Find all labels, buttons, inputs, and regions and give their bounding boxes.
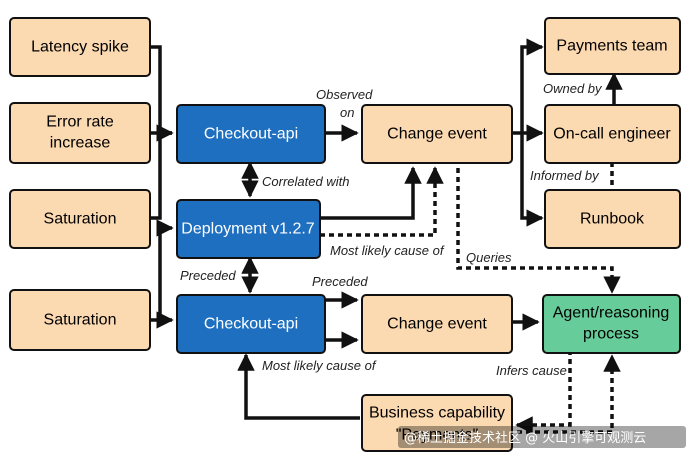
node-agent-reasoning[interactable]: Agent/reasoning process	[542, 294, 681, 354]
node-agent-reasoning-label-2: process	[583, 326, 639, 343]
label-preceded-left: Preceded	[180, 268, 236, 283]
edge-saturation1-to-checkout	[150, 133, 162, 220]
label-preceded-right: Preceded	[312, 274, 368, 289]
node-saturation-top[interactable]: Saturation	[9, 189, 151, 249]
node-saturation-top-label: Saturation	[44, 211, 117, 228]
node-runbook-label: Runbook	[580, 211, 645, 228]
node-checkout-api-top[interactable]: Checkout-api	[176, 104, 326, 164]
edge-mostlikely-top	[320, 166, 444, 237]
node-agent-reasoning-label-1: Agent/reasoning	[553, 305, 670, 322]
node-oncall-engineer-label: On-call engineer	[553, 126, 671, 143]
node-error-rate-label-1: Error rate	[46, 114, 114, 131]
label-most-likely-cause-bottom: Most likely cause of	[262, 358, 377, 373]
node-change-event-bottom-label: Change event	[387, 316, 487, 333]
node-payments-team-label: Payments team	[556, 38, 667, 55]
node-payments-team[interactable]: Payments team	[544, 17, 681, 75]
edge-change-to-payments	[520, 38, 544, 133]
node-error-rate[interactable]: Error rate increase	[9, 102, 151, 164]
label-observed: Observed	[316, 87, 373, 102]
label-correlated-with: Correlated with	[262, 174, 349, 189]
node-saturation-bottom-label: Saturation	[44, 312, 117, 329]
watermark-text: @稀土掘金技术社区 @ 火山引擎可观测云	[404, 430, 646, 446]
node-change-event-top[interactable]: Change event	[361, 104, 513, 164]
node-business-capability[interactable]: Business capability "Payments"	[361, 394, 513, 452]
node-latency-spike[interactable]: Latency spike	[9, 17, 151, 77]
node-saturation-bottom[interactable]: Saturation	[9, 289, 151, 351]
node-business-capability-label-2: "Payments"	[396, 427, 479, 444]
label-owned-by: Owned by	[543, 81, 603, 96]
edge-deployment-to-change	[320, 166, 422, 220]
edge-latency-to-checkout	[150, 45, 174, 142]
node-checkout-api-bottom[interactable]: Checkout-api	[176, 294, 326, 354]
label-informed-by: Informed by	[530, 168, 600, 183]
nodes: Latency spike Error rate increase Satura…	[9, 17, 681, 452]
label-on: on	[340, 105, 354, 120]
node-latency-spike-label: Latency spike	[31, 39, 129, 56]
node-deployment[interactable]: Deployment v1.2.7	[176, 199, 321, 259]
node-runbook[interactable]: Runbook	[544, 189, 681, 249]
edge-infers-cause	[515, 350, 572, 434]
node-error-rate-label-2: increase	[50, 135, 111, 152]
node-change-event-top-label: Change event	[387, 126, 487, 143]
node-checkout-api-top-label: Checkout-api	[204, 126, 298, 143]
label-most-likely-cause-top: Most likely cause of	[330, 243, 445, 258]
edge-saturation2-to-deployment	[156, 219, 174, 320]
label-queries: Queries	[466, 250, 512, 265]
node-checkout-api-bottom-label: Checkout-api	[204, 316, 298, 333]
edge-business-to-checkout	[237, 353, 360, 420]
node-deployment-label: Deployment v1.2.7	[181, 221, 315, 238]
label-infers-cause: Infers cause	[496, 363, 567, 378]
dashed-edges	[320, 162, 621, 434]
watermark: @稀土掘金技术社区 @ 火山引擎可观测云	[398, 426, 686, 448]
edge-queries	[456, 168, 621, 294]
node-change-event-bottom[interactable]: Change event	[361, 294, 513, 354]
edge-labels: Observed on Owned by Correlated with Inf…	[180, 81, 603, 378]
edges	[150, 38, 623, 420]
node-oncall-engineer[interactable]: On-call engineer	[544, 104, 681, 164]
edge-business-to-agent	[517, 354, 621, 434]
edge-change-to-runbook	[520, 133, 544, 227]
node-business-capability-label-1: Business capability	[369, 405, 505, 422]
